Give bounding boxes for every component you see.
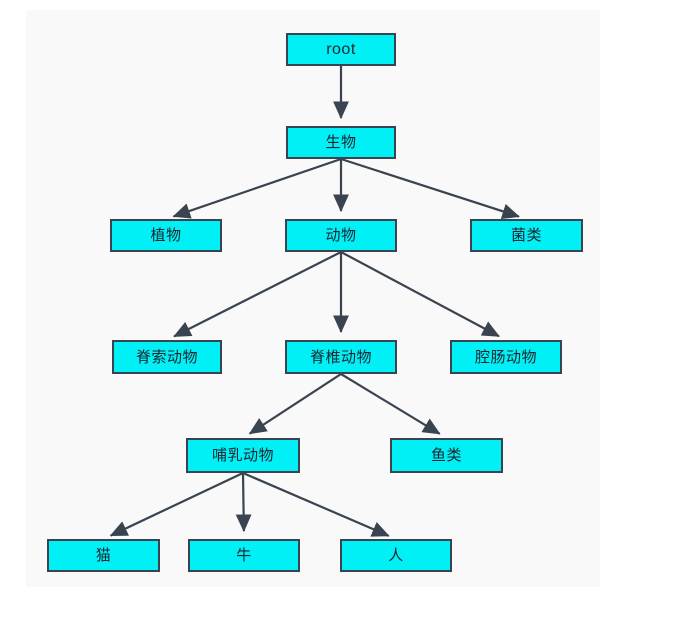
node-label: 生物	[325, 134, 357, 151]
node-label: 人	[388, 547, 404, 564]
node-niu[interactable]: 牛	[188, 539, 300, 572]
node-label: 植物	[150, 227, 182, 244]
node-label: 猫	[95, 547, 112, 564]
node-junlei[interactable]: 菌类	[470, 219, 583, 252]
edge-shengwu-to-junlei	[340, 157, 520, 219]
node-label: root	[326, 40, 356, 58]
node-label: 动物	[325, 227, 357, 244]
edge-dongwu-to-jisuodongwu	[173, 251, 342, 338]
diagram-panel-background	[26, 10, 600, 587]
node-label: 腔肠动物	[474, 348, 537, 366]
node-burudongwu[interactable]: 哺乳动物	[186, 438, 300, 473]
node-label: 鱼类	[430, 447, 462, 464]
node-ren[interactable]: 人	[340, 539, 452, 572]
node-yulei[interactable]: 鱼类	[390, 438, 503, 473]
edge-burudongwu-to-niu	[235, 472, 252, 533]
node-label: 脊索动物	[135, 348, 198, 366]
edge-shengwu-to-zhiwu	[172, 157, 342, 219]
edge-jizhuidongwu-to-burudongwu	[248, 373, 342, 435]
node-dongwu[interactable]: 动物	[285, 219, 397, 252]
node-root[interactable]: root	[286, 33, 396, 66]
node-jisuodongwu[interactable]: 脊索动物	[112, 340, 222, 374]
edge-dongwu-to-qiangchang	[340, 251, 500, 338]
edge-jizhuidongwu-to-yulei	[340, 373, 441, 435]
node-jizhuidongwu[interactable]: 脊椎动物	[285, 340, 397, 374]
edge-burudongwu-to-mao	[109, 472, 244, 537]
node-label: 哺乳动物	[211, 447, 274, 464]
node-mao[interactable]: 猫	[47, 539, 160, 572]
node-qiangchang[interactable]: 腔肠动物	[450, 340, 562, 374]
node-label: 菌类	[510, 227, 542, 244]
node-label: 脊椎动物	[309, 348, 372, 366]
node-zhiwu[interactable]: 植物	[110, 219, 222, 252]
edge-burudongwu-to-ren	[242, 471, 390, 537]
node-label: 牛	[236, 547, 252, 564]
edge-paths	[109, 66, 520, 537]
node-shengwu[interactable]: 生物	[286, 126, 396, 159]
